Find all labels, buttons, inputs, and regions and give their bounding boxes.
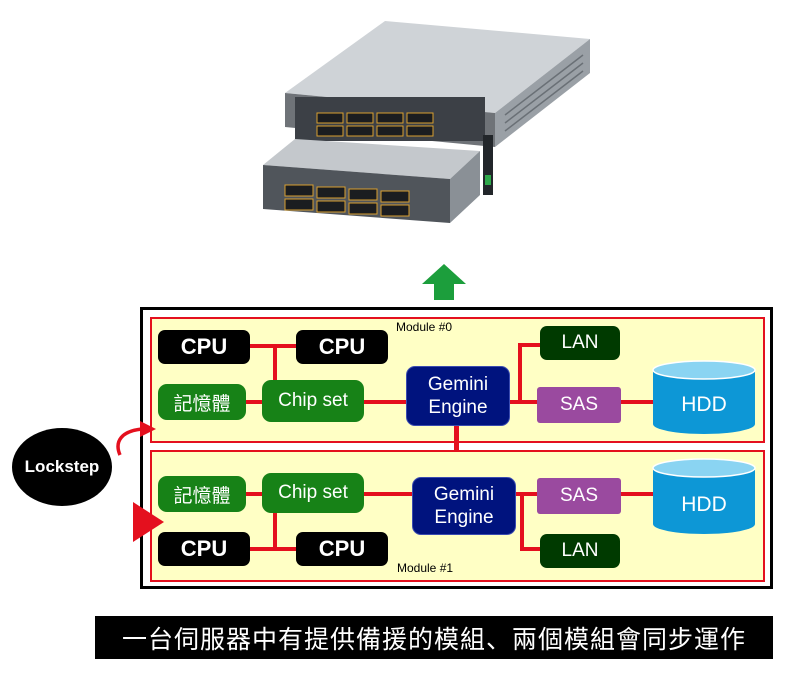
memory-box: 記憶體 — [158, 384, 246, 420]
link — [508, 400, 538, 404]
sas-box: SAS — [537, 478, 621, 514]
module-1-label: Module #1 — [397, 561, 454, 575]
cpu-box: CPU — [158, 532, 250, 566]
engine-line-2: Engine — [434, 507, 494, 528]
hdd-cylinder: HDD — [651, 458, 757, 536]
engine-line-1: Gemini — [433, 484, 495, 505]
lan-box: LAN — [540, 326, 620, 360]
caption-text: 一台伺服器中有提供備援的模組、兩個模組會同步運作 — [121, 625, 746, 654]
link — [250, 547, 300, 551]
hdd-icon — [652, 360, 756, 434]
link — [518, 343, 542, 347]
cpu-box: CPU — [296, 532, 388, 566]
link — [520, 492, 524, 550]
link — [240, 400, 268, 404]
link — [240, 492, 268, 496]
link — [520, 547, 544, 551]
engine-line-1: Gemini — [427, 374, 489, 395]
hdd-label: HDD — [681, 493, 727, 516]
curved-arrow-icon — [116, 421, 156, 456]
link — [512, 492, 540, 496]
link — [360, 492, 416, 496]
module-0-label: Module #0 — [396, 320, 453, 334]
cpu-box: CPU — [296, 330, 388, 364]
engine-line-2: Engine — [428, 397, 488, 418]
chipset-box: Chip set — [262, 380, 364, 422]
link — [273, 344, 277, 384]
lan-box: LAN — [540, 534, 620, 568]
lockstep-circle: Lockstep — [12, 428, 112, 506]
memory-box: 記憶體 — [158, 476, 246, 512]
hdd-cylinder: HDD — [651, 360, 757, 436]
link — [518, 343, 522, 403]
caption-bar: 一台伺服器中有提供備援的模組、兩個模組會同步運作 — [95, 616, 773, 659]
up-arrow-icon — [422, 264, 466, 300]
cpu-box: CPU — [158, 330, 250, 364]
link — [620, 400, 656, 404]
red-arrow-icon — [133, 502, 164, 542]
link — [273, 510, 277, 550]
server-chassis-image — [263, 21, 590, 223]
sas-box: SAS — [537, 387, 621, 423]
gemini-engine-box: Gemini Engine — [406, 366, 510, 426]
hdd-label: HDD — [681, 393, 727, 416]
link — [620, 492, 656, 496]
chipset-box: Chip set — [262, 473, 364, 513]
hdd-icon — [652, 458, 756, 534]
gemini-engine-box: Gemini Engine — [412, 477, 516, 535]
link — [360, 400, 410, 404]
lockstep-label: Lockstep — [24, 457, 100, 476]
